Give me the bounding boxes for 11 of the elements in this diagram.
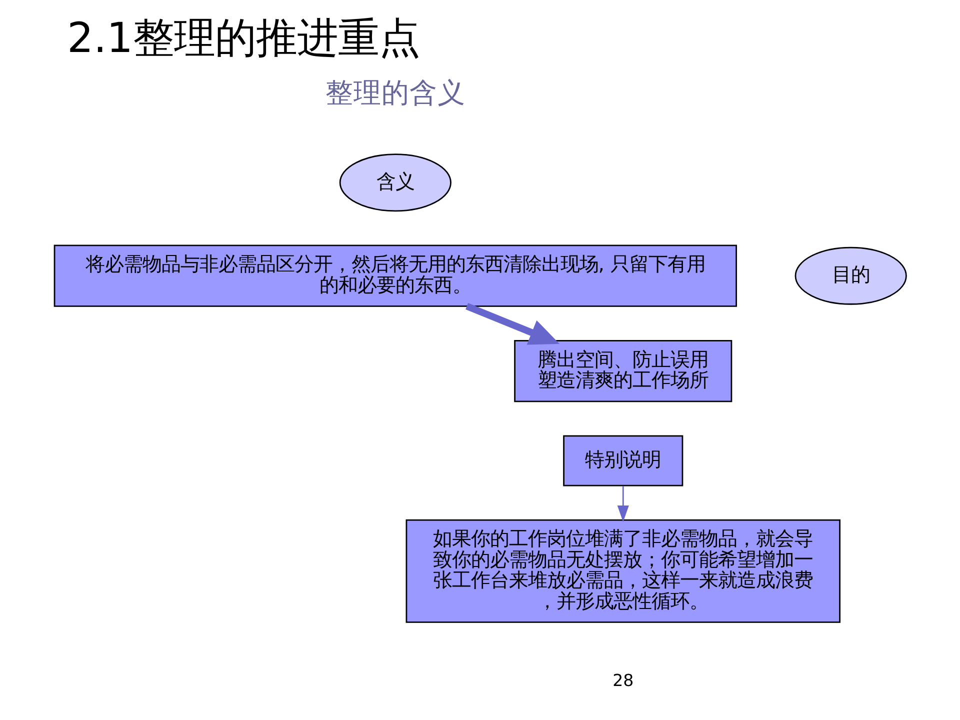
- label: 整理的含义: [324, 76, 465, 109]
- arrow: [616, 486, 628, 522]
- label: 28: [612, 670, 634, 690]
- node-box: 如果你的工作岗位堆满了非必需物品，就会导致你的必需物品无处摆放；你可能希望增加一张工作台来堆放必需品，这样一来就造成浪费，并形成恶性循环。: [405, 519, 840, 623]
- node-box: 腾出空间、防止误用塑造清爽的工作场所: [514, 340, 732, 402]
- node-box: 将必需物品与非必需品区分开，然后将无用的东西清除出现场, 只留下有用的和必要的东西。: [53, 244, 736, 307]
- node-ellipse: 目的: [794, 246, 906, 305]
- node-ellipse: 含义: [338, 154, 451, 212]
- node-box: 特别说明: [562, 435, 683, 486]
- arrow: [465, 303, 560, 345]
- diagram-title: 2.1整理的推进重点: [66, 14, 420, 62]
